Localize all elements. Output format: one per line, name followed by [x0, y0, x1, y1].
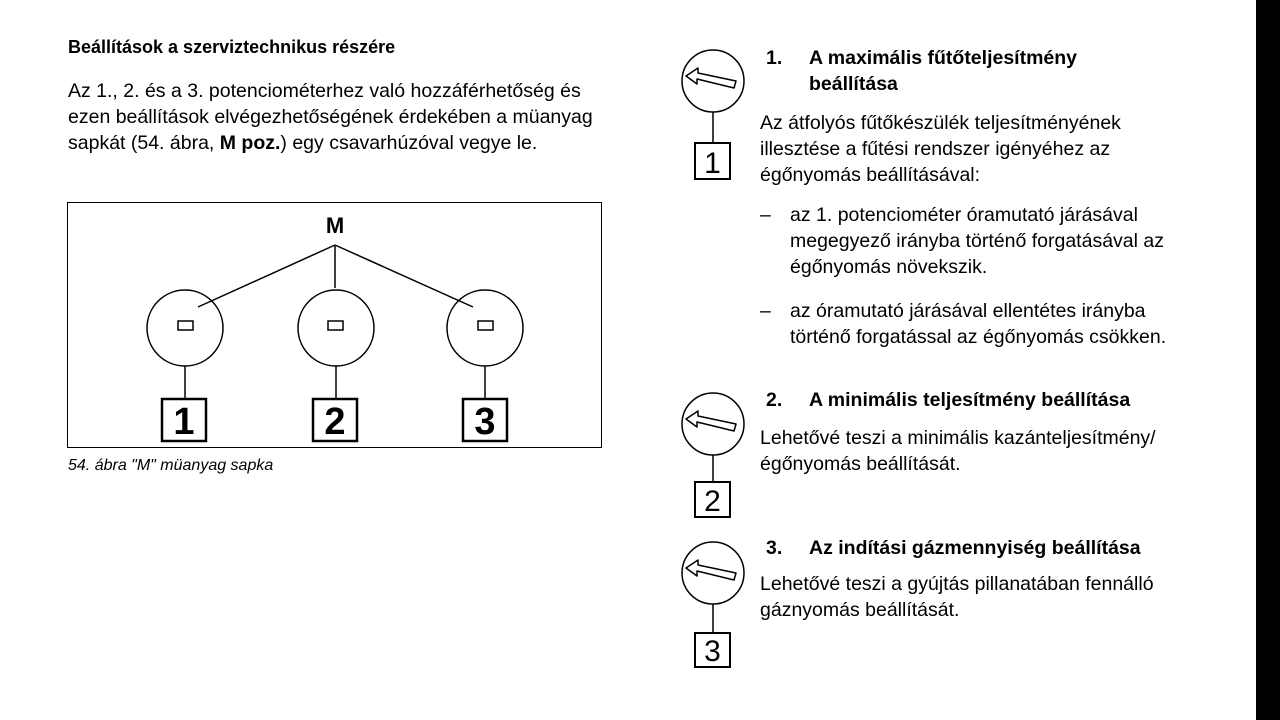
section-1-title-line2: beállítása: [809, 73, 898, 95]
box-label-2: 2: [324, 401, 345, 443]
intro-text-post: ) egy csavarhúzóval vegye le.: [280, 132, 538, 154]
section-1-number: 1.: [766, 47, 783, 69]
section-3-number: 3.: [766, 537, 783, 559]
intro-text-bold: M poz.: [219, 132, 281, 154]
section-1-bullet-2: – az óramutató járásával ellentétes irán…: [760, 298, 1210, 378]
label-box-1: [160, 397, 208, 443]
intro-text-pre: Az 1., 2. és a 3. potenciométerhez való …: [68, 80, 593, 154]
label-box-2: [311, 397, 359, 443]
section-2-number: 2.: [766, 389, 783, 411]
icon-label-3: 3: [704, 635, 721, 668]
section-2-title-text: A minimális teljesítmény beállítása: [809, 389, 1131, 411]
section-2-title: 2. A minimális teljesítmény beállítása: [766, 387, 1226, 413]
section-3-title-text: Az indítási gázmennyiség beállítása: [809, 537, 1141, 559]
cap-label-m: M: [326, 213, 344, 238]
potentiometer-2-icon: 2: [681, 392, 745, 518]
potentiometer-1-icon: 1: [681, 49, 745, 180]
figure-54: M 1 2 3: [67, 202, 602, 448]
box-label-3: 3: [474, 401, 495, 443]
figure-caption: 54. ábra "M" müanyag sapka: [68, 457, 274, 474]
bullet-text: az óramutató járásával ellentétes irányb…: [790, 300, 1167, 348]
potentiometer-2-dial: [297, 289, 375, 399]
icon-label-2: 2: [704, 485, 721, 518]
section-2-text: Lehetővé teszi a minimális kazánteljesít…: [760, 427, 1156, 475]
bullet-dash: –: [760, 204, 771, 226]
potentiometer-3-dial: [446, 289, 524, 399]
bullet-dash: –: [760, 300, 771, 322]
section-3-text: Lehetővé teszi a gyújtás pillanatában fe…: [760, 573, 1154, 621]
intro-paragraph: Az 1., 2. és a 3. potenciométerhez való …: [68, 78, 628, 156]
label-box-3: [461, 397, 509, 443]
section-heading: Beállítások a szerviztechnikus részére: [68, 37, 396, 57]
potentiometer-3-icon: 3: [681, 541, 745, 668]
box-label-1: 1: [173, 401, 194, 443]
potentiometer-cap-diagram: M 1 2 3: [146, 213, 524, 443]
icon-label-1: 1: [704, 147, 721, 180]
potentiometer-1-dial: [146, 289, 224, 399]
section-1-bullet-1: – az 1. potenciométer óramutató járásáva…: [760, 202, 1210, 282]
section-1-intro: Az átfolyós fűtőkészülék teljesítményéne…: [760, 112, 1121, 186]
section-1-title: 1. A maximális fűtőteljesítmény beállítá…: [766, 45, 1226, 97]
bullet-text: az 1. potenciométer óramutató járásával …: [790, 204, 1164, 278]
section-1-title-line1: A maximális fűtőteljesítmény: [809, 47, 1078, 69]
section-3-title: 3. Az indítási gázmennyiség beállítása: [766, 535, 1226, 561]
